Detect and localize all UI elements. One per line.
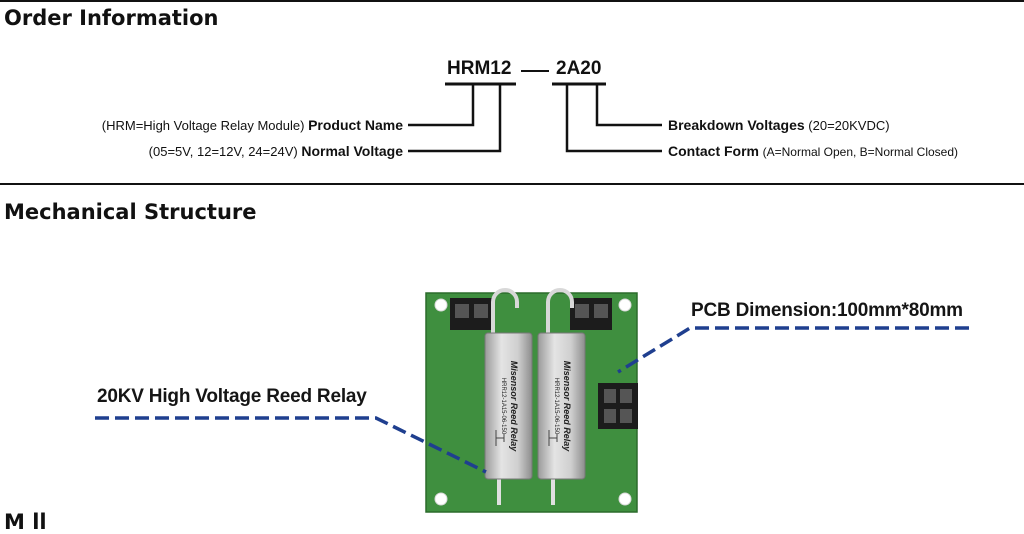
pcb-dimension-label: PCB Dimension:100mm*80mm bbox=[691, 300, 963, 321]
normal-voltage-row: (05=5V, 12=12V, 24=24V) Normal Voltage bbox=[149, 143, 403, 159]
order-code-bracket-lines bbox=[408, 70, 662, 153]
contact-form-note: (A=Normal Open, B=Normal Closed) bbox=[762, 145, 959, 159]
product-name-note: (HRM=High Voltage Relay Module) bbox=[101, 118, 305, 133]
normal-voltage-note: (05=5V, 12=12V, 24=24V) bbox=[148, 144, 298, 159]
pcb-module-illustration bbox=[425, 288, 638, 513]
order-information-title: Order Information bbox=[4, 6, 219, 30]
reed-relay-label: 20KV High Voltage Reed Relay bbox=[97, 386, 367, 407]
model-code-part-2: 2A20 bbox=[556, 58, 602, 79]
breakdown-voltages-note: (20=20KVDC) bbox=[808, 118, 890, 133]
next-section-title-fragment: M ll bbox=[4, 510, 47, 534]
contact-form-label: Contact Form bbox=[668, 143, 759, 159]
breakdown-voltages-label: Breakdown Voltages bbox=[668, 117, 805, 133]
breakdown-voltages-row: Breakdown Voltages (20=20KVDC) bbox=[668, 117, 890, 133]
product-name-label: Product Name bbox=[308, 117, 403, 133]
normal-voltage-label: Normal Voltage bbox=[301, 143, 403, 159]
top-divider bbox=[0, 0, 1024, 2]
contact-form-row: Contact Form (A=Normal Open, B=Normal Cl… bbox=[668, 143, 958, 159]
callout-leader-lines bbox=[95, 326, 969, 474]
section-divider bbox=[0, 183, 1024, 185]
mechanical-structure-title: Mechanical Structure bbox=[4, 200, 257, 224]
product-name-row: (HRM=High Voltage Relay Module) Product … bbox=[102, 117, 403, 133]
model-code-part-1: HRM12 bbox=[447, 58, 512, 79]
